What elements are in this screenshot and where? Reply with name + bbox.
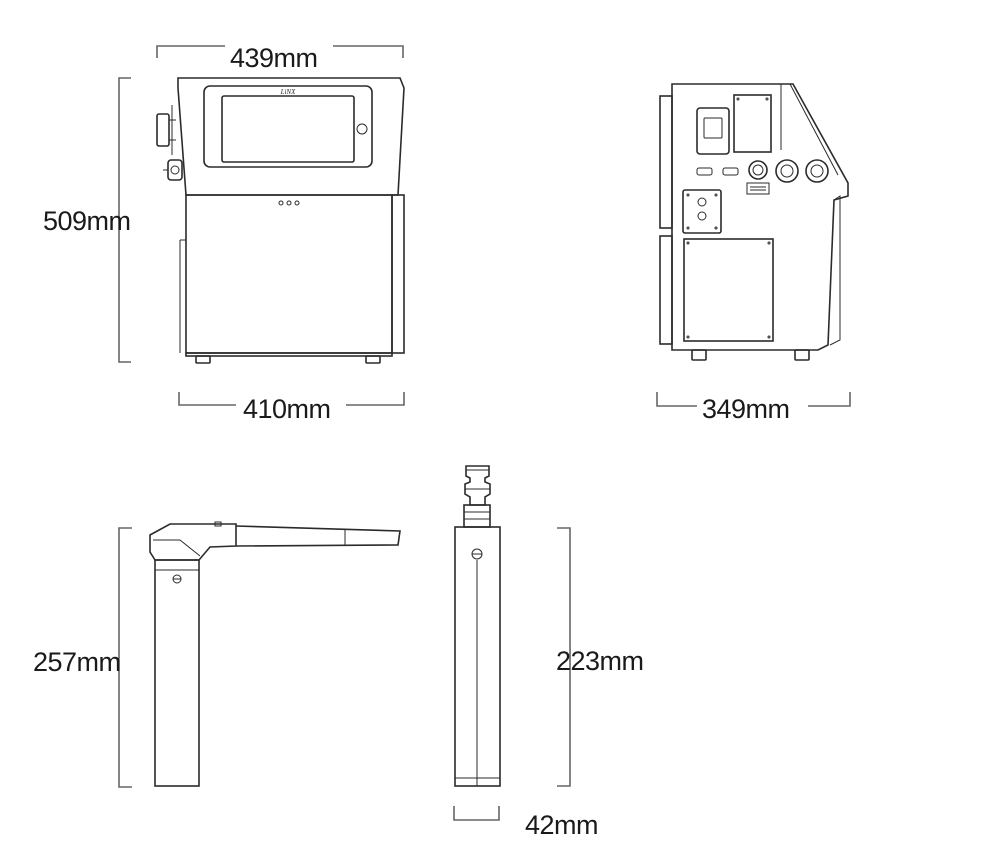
- dim-line-printhead-side: [118, 527, 132, 788]
- label-front-height: 509mm: [43, 206, 131, 236]
- printer-front-view: LiNX: [118, 45, 405, 406]
- dim-line-front-height: [118, 77, 131, 363]
- label-front-width-bottom: 410mm: [243, 394, 331, 424]
- dim-line-front-top: [156, 45, 404, 58]
- printhead-side-view: [118, 521, 401, 788]
- printhead-front-view: [453, 465, 571, 821]
- dim-line-printhead-height: [557, 527, 571, 787]
- dim-line-front-bottom: [178, 392, 405, 406]
- label-front-width-top: 439mm: [230, 43, 318, 73]
- label-side-depth: 349mm: [702, 394, 790, 424]
- printer-side-view: [656, 83, 851, 407]
- label-printhead-diameter: 42mm: [525, 810, 599, 840]
- dim-line-printhead-diameter: [453, 806, 500, 821]
- label-printhead-height: 223mm: [556, 646, 644, 676]
- label-printhead-side-height: 257mm: [33, 647, 121, 677]
- brand-logo: LiNX: [280, 88, 297, 96]
- dim-line-side-depth: [656, 392, 851, 407]
